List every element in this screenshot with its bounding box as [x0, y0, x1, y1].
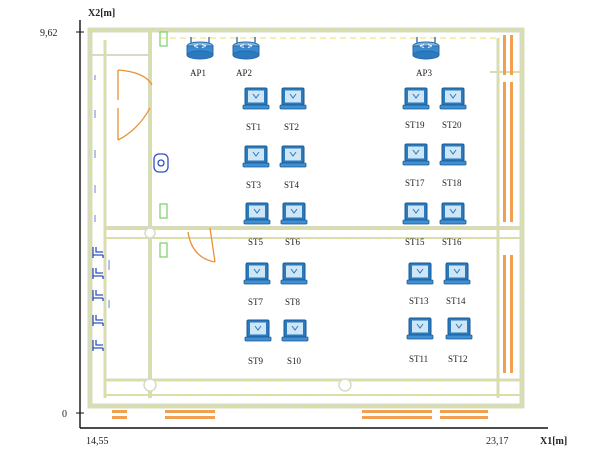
axes: X2[m] X1[m] 9,62 0 14,55 23,17 [40, 8, 567, 447]
side-details [94, 75, 110, 308]
station-label: ST9 [248, 356, 264, 366]
chair-icon [92, 339, 104, 352]
station-label: ST11 [409, 354, 428, 364]
chair-icon [92, 246, 104, 259]
station-label: ST4 [284, 180, 300, 190]
chair-icon [92, 267, 104, 280]
laptop-icon [280, 262, 308, 285]
laptop-icon [402, 87, 430, 110]
station-label: ST16 [442, 237, 462, 247]
station-label: ST2 [284, 122, 299, 132]
station-label: ST14 [446, 296, 466, 306]
access-points: AP1 AP2 AP3 [186, 36, 440, 78]
laptop-icon [439, 143, 467, 166]
laptop-icon [406, 317, 434, 340]
router-icon [232, 36, 260, 60]
x-min-tick: 14,55 [86, 436, 109, 447]
station-label: ST18 [442, 178, 462, 188]
station-label: ST7 [248, 297, 264, 307]
station-label: ST12 [448, 354, 468, 364]
stations: ST1 ST2 ST3 ST4 ST5 ST6 ST7 ST8 ST9 S10 … [242, 87, 473, 366]
station-label: S10 [287, 356, 302, 366]
laptop-icon [242, 145, 270, 168]
ap-label: AP3 [416, 68, 433, 78]
ap-label: AP2 [236, 68, 252, 78]
y-max-tick: 9,62 [40, 28, 58, 39]
station-label: ST19 [405, 120, 425, 130]
laptop-icon [402, 143, 430, 166]
laptop-icon [280, 202, 308, 225]
x-max-tick: 23,17 [486, 436, 509, 447]
laptop-icon [243, 262, 271, 285]
station-label: ST8 [285, 297, 301, 307]
walls [87, 27, 525, 409]
laptop-icon [406, 262, 434, 285]
station-label: ST13 [409, 296, 429, 306]
sink-icon [153, 153, 169, 173]
y-axis-label: X2[m] [88, 8, 115, 19]
laptop-icon [244, 319, 272, 342]
ap-label: AP1 [190, 68, 206, 78]
station-label: ST1 [246, 122, 261, 132]
laptop-icon [279, 145, 307, 168]
station-label: ST20 [442, 120, 462, 130]
x-axis-label: X1[m] [540, 436, 567, 447]
doors [117, 69, 216, 263]
router-icon [412, 36, 440, 60]
laptop-icon [443, 262, 471, 285]
laptop-icon [402, 202, 430, 225]
laptop-icon [439, 87, 467, 110]
chair-icon [92, 314, 104, 327]
green-frames [159, 31, 168, 258]
laptop-icon [279, 87, 307, 110]
windows [112, 35, 513, 419]
laptop-icon [243, 202, 271, 225]
laptop-icon [242, 87, 270, 110]
laptop-icon [281, 319, 309, 342]
station-label: ST17 [405, 178, 425, 188]
y-min-tick: 0 [62, 409, 67, 420]
chairs [92, 246, 104, 352]
station-label: ST3 [246, 180, 262, 190]
station-label: ST5 [248, 237, 264, 247]
chair-icon [92, 289, 104, 302]
station-label: ST6 [285, 237, 301, 247]
station-label: ST15 [405, 237, 425, 247]
laptop-icon [439, 202, 467, 225]
router-icon [186, 36, 214, 60]
laptop-icon [445, 317, 473, 340]
